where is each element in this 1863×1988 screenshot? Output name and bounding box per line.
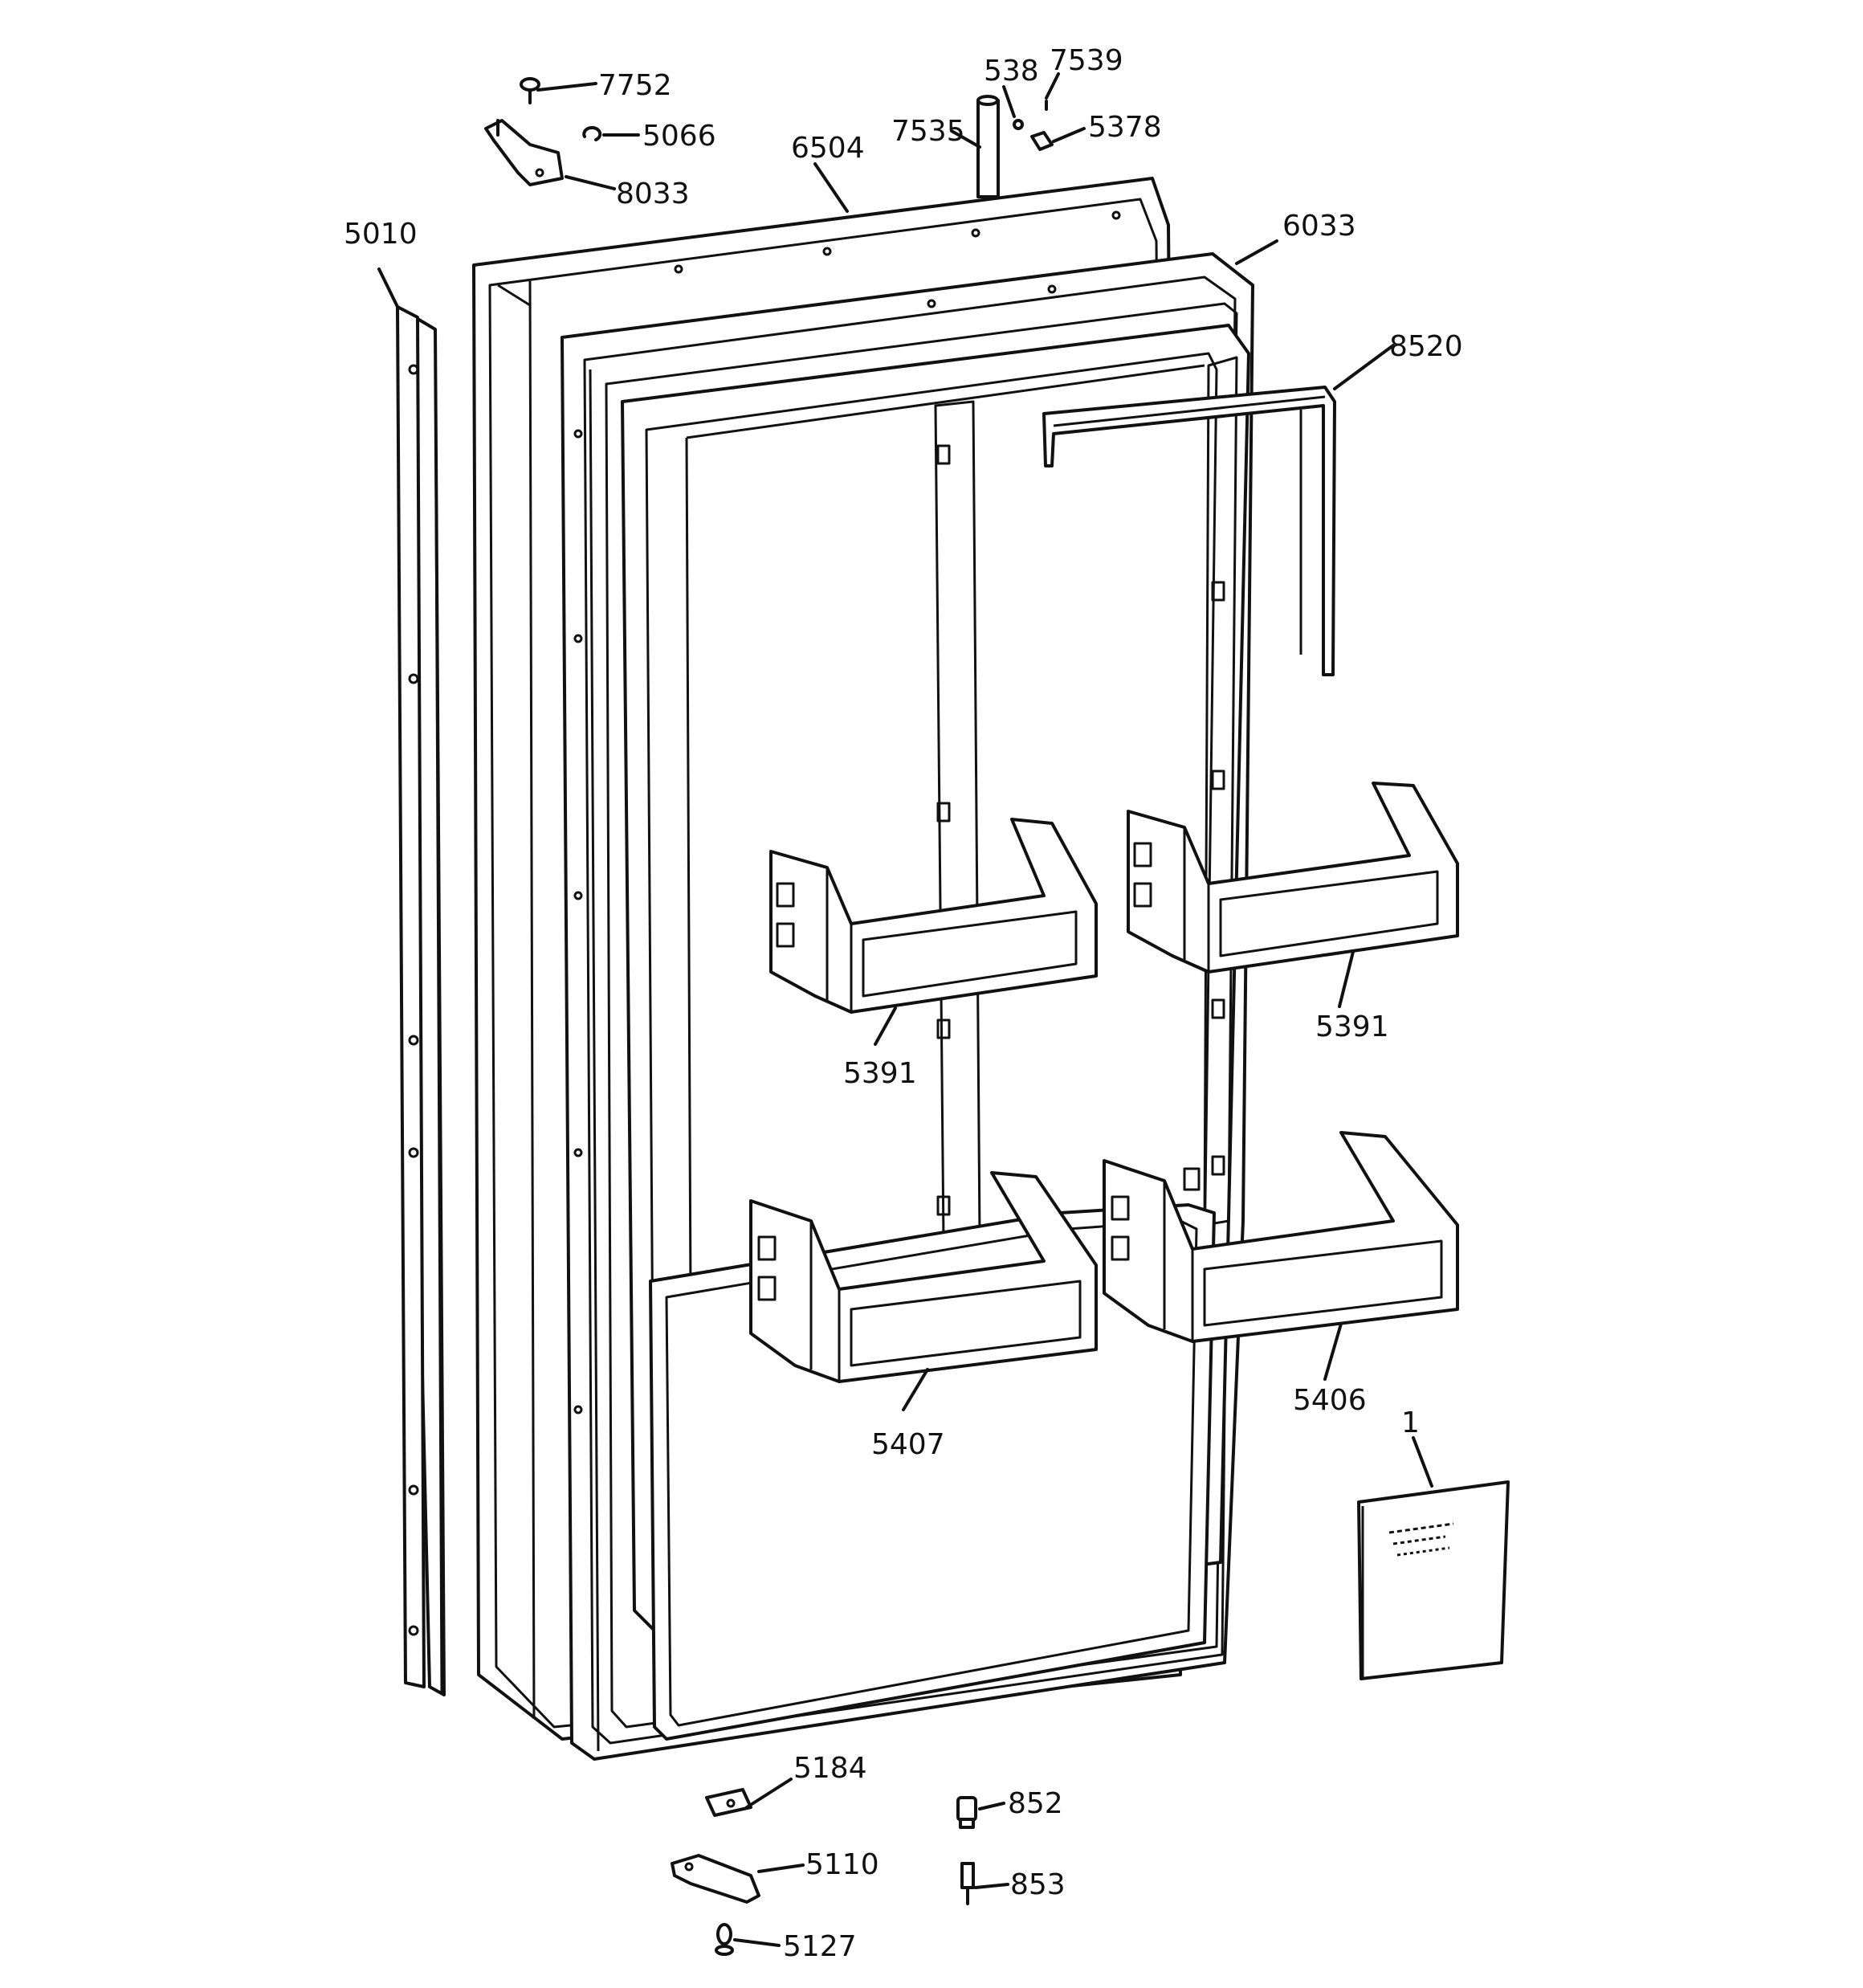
part-5010-trim-strip — [396, 305, 446, 1696]
label-853: 853 — [1010, 1868, 1066, 1901]
part-8033-hinge-bracket — [484, 119, 564, 186]
label-5391-left: 5391 — [843, 1057, 917, 1090]
part-5184-shim — [705, 1788, 752, 1817]
part-852-bushing — [956, 1796, 977, 1829]
part-5407-door-bin-large — [749, 1171, 1098, 1383]
part-5127-screw — [715, 1923, 734, 1956]
part-labels: 7752 5066 8033 6504 7535 538 7539 5378 5… — [344, 44, 1463, 1963]
label-5391-right: 5391 — [1315, 1010, 1389, 1043]
label-5066: 5066 — [642, 120, 716, 153]
label-6504: 6504 — [791, 132, 865, 165]
label-5127: 5127 — [783, 1930, 857, 1963]
part-853-screw — [960, 1862, 975, 1905]
label-5406: 5406 — [1293, 1384, 1367, 1417]
label-7535: 7535 — [891, 115, 965, 148]
label-7752: 7752 — [598, 69, 672, 102]
label-5110: 5110 — [805, 1848, 879, 1881]
label-5378: 5378 — [1088, 111, 1162, 144]
label-1: 1 — [1401, 1406, 1420, 1439]
label-5407: 5407 — [871, 1428, 945, 1461]
part-5066-clip — [582, 125, 602, 141]
label-8033: 8033 — [616, 178, 690, 210]
label-7539: 7539 — [1050, 44, 1123, 77]
part-7535-hinge-pin — [976, 95, 1000, 198]
part-5391-door-bin-left — [769, 818, 1098, 1014]
part-538-screw — [1013, 119, 1024, 130]
part-5378-bushing — [1030, 131, 1054, 151]
leader-lines — [377, 72, 1433, 1947]
label-5010: 5010 — [344, 218, 418, 251]
part-8520-gasket — [1042, 386, 1336, 676]
part-5391-door-bin-right — [1127, 782, 1459, 974]
label-852: 852 — [1008, 1787, 1063, 1820]
label-8520: 8520 — [1389, 330, 1463, 363]
label-6033: 6033 — [1282, 210, 1356, 243]
part-5110-hinge-bottom — [671, 1854, 760, 1904]
label-538: 538 — [984, 55, 1039, 88]
part-5406-door-bin-large — [1103, 1131, 1459, 1343]
part-1-literature-booklet — [1357, 1480, 1510, 1680]
label-5184: 5184 — [793, 1752, 867, 1785]
part-7752-screw — [520, 77, 540, 104]
